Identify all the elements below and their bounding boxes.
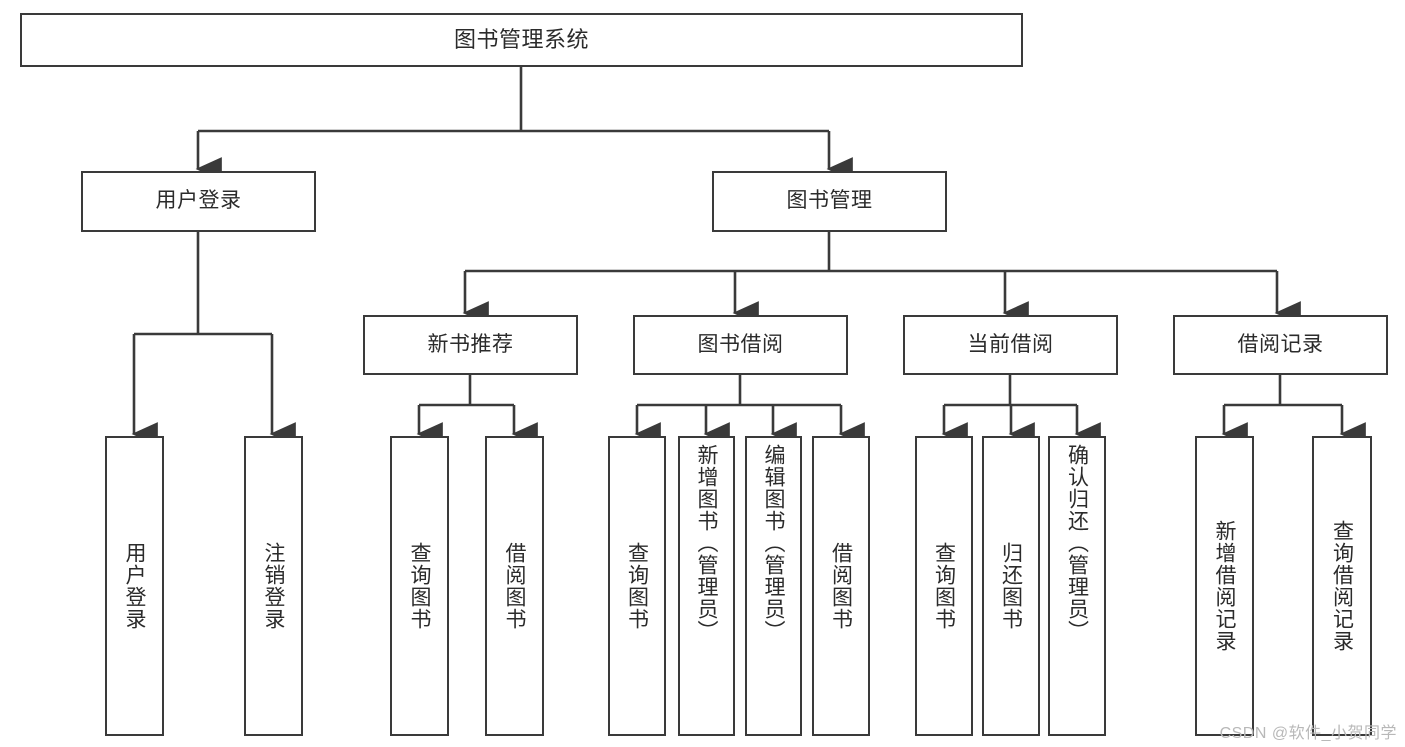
node-user-login[interactable]: 用户登录 [81, 171, 316, 232]
node-leaf-edit-book[interactable]: 编辑图书（管理员） [745, 436, 802, 736]
node-leaf-query-record-label: 查询借阅记录 [1330, 520, 1354, 652]
node-root-system-label: 图书管理系统 [453, 27, 589, 53]
node-borrow-record-label: 借阅记录 [1237, 332, 1324, 356]
node-leaf-query-book-br[interactable]: 查询图书 [608, 436, 666, 736]
node-leaf-logout-label: 注销登录 [262, 542, 285, 630]
node-current-borrow-label: 当前借阅 [967, 332, 1054, 356]
node-new-book-rec[interactable]: 新书推荐 [363, 315, 578, 375]
node-leaf-confirm-return-label: 确认归还（管理员） [1065, 444, 1089, 642]
node-leaf-logout[interactable]: 注销登录 [244, 436, 303, 736]
node-leaf-query-book-rec[interactable]: 查询图书 [390, 436, 449, 736]
node-leaf-query-book-rec-label: 查询图书 [408, 542, 431, 630]
node-leaf-add-record-label: 新增借阅记录 [1213, 520, 1236, 652]
node-leaf-query-book-cb[interactable]: 查询图书 [915, 436, 973, 736]
node-user-login-label: 用户登录 [155, 189, 242, 213]
node-leaf-add-record[interactable]: 新增借阅记录 [1195, 436, 1254, 736]
node-leaf-borrow-book-br[interactable]: 借阅图书 [812, 436, 870, 736]
node-book-borrow[interactable]: 图书借阅 [633, 315, 848, 375]
node-leaf-add-book[interactable]: 新增图书（管理员） [678, 436, 735, 736]
node-book-borrow-label: 图书借阅 [697, 332, 784, 356]
node-leaf-query-record[interactable]: 查询借阅记录 [1312, 436, 1372, 736]
node-leaf-borrow-book-rec[interactable]: 借阅图书 [485, 436, 544, 736]
node-book-manage-label: 图书管理 [786, 189, 873, 213]
node-book-manage[interactable]: 图书管理 [712, 171, 947, 232]
node-leaf-user-login[interactable]: 用户登录 [105, 436, 164, 736]
node-leaf-borrow-book-rec-label: 借阅图书 [503, 542, 526, 630]
node-leaf-return-book[interactable]: 归还图书 [982, 436, 1040, 736]
node-current-borrow[interactable]: 当前借阅 [903, 315, 1118, 375]
node-leaf-query-book-cb-label: 查询图书 [932, 542, 956, 630]
node-leaf-query-book-br-label: 查询图书 [625, 542, 649, 630]
csdn-watermark: CSDN @软件_小贺同学 [1219, 725, 1397, 742]
node-leaf-borrow-book-br-label: 借阅图书 [829, 542, 853, 630]
node-root-system[interactable]: 图书管理系统 [20, 13, 1023, 67]
node-borrow-record[interactable]: 借阅记录 [1173, 315, 1388, 375]
node-leaf-edit-book-label: 编辑图书（管理员） [762, 444, 785, 642]
node-leaf-add-book-label: 新增图书（管理员） [695, 444, 718, 642]
node-new-book-rec-label: 新书推荐 [427, 332, 514, 356]
node-leaf-confirm-return[interactable]: 确认归还（管理员） [1048, 436, 1106, 736]
node-leaf-return-book-label: 归还图书 [999, 542, 1023, 630]
node-leaf-user-login-label: 用户登录 [123, 542, 146, 630]
